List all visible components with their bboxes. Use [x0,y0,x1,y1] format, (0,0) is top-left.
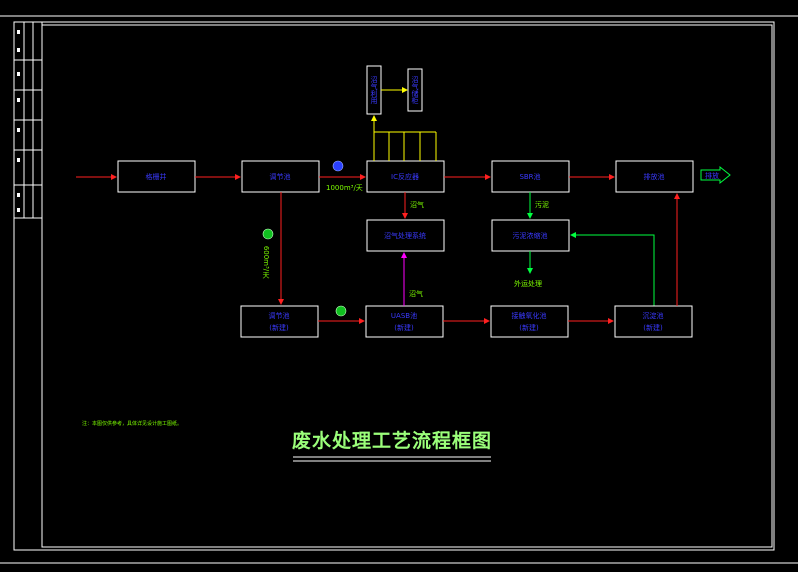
node-grille-label: 格栅井 [146,172,167,181]
node-gas-holder-label: 沼气储柜 [411,75,419,105]
node-uasb-tank[interactable]: UASB池 (新建) [365,305,444,338]
node-ic-reactor-label: IC反应器 [391,172,419,181]
node-sedimentation-label2: (新建) [643,323,663,332]
left-title-block [13,21,43,219]
sed-sludge-return-line [570,232,655,306]
node-gas-holder[interactable]: 沼气储柜 [407,68,423,112]
pump-green-icon-2 [335,305,347,317]
node-biogas-system[interactable]: 沼气处理系统 [366,219,445,252]
biogas-bottom-label: 沼气 [409,289,423,298]
flow-rate-label: 1000m³/天 [326,184,363,192]
gas-manifold [373,131,437,161]
node-uasb-tank-label2: (新建) [394,323,414,332]
diagram-title: 废水处理工艺流程框图 [292,429,492,452]
pump-green-icon [262,228,274,240]
sludge-out-label: 外运处理 [514,279,542,288]
drawing-note: 注：本图仅供参考，具体详见设计施工图纸。 [82,420,182,427]
node-biogas-system-label: 沼气处理系统 [384,231,426,240]
node-contact-oxidation-label1: 接触氧化池 [512,311,547,320]
biogas-top-label: 沼气 [410,200,424,209]
node-gas-use[interactable]: 沼气利用 [366,65,382,115]
pump-blue-icon [332,160,344,172]
node-sedimentation[interactable]: 沉淀池 (新建) [614,305,693,338]
node-sludge-tank[interactable]: 污泥浓缩池 [491,219,570,252]
node-gas-use-label: 沼气利用 [370,75,378,105]
node-regulating-tank-label: 调节池 [270,172,291,181]
node-ic-reactor[interactable]: IC反应器 [366,160,445,193]
sludge-label: 污泥 [535,201,549,209]
node-grille[interactable]: 格栅井 [117,160,196,193]
node-uasb-tank-label1: UASB池 [391,311,417,320]
outer-frame [13,21,775,551]
node-outlet-tank[interactable]: 排放池 [615,160,694,193]
flow-rate-vertical-label: 600m³/天 [262,246,270,280]
node-outlet-tank-label: 排放池 [644,172,665,181]
node-sbr-tank[interactable]: SBR池 [491,160,570,193]
node-sedimentation-label1: 沉淀池 [643,311,664,320]
node-regulating-tank-new-label2: (新建) [269,323,289,332]
node-sludge-tank-label: 污泥浓缩池 [513,231,548,240]
discharge-label: 排放 [705,171,719,180]
node-contact-oxidation[interactable]: 接触氧化池 (新建) [490,305,569,338]
inner-frame [41,24,773,548]
node-sbr-tank-label: SBR池 [519,172,540,181]
node-regulating-tank-new[interactable]: 调节池 (新建) [240,305,319,338]
node-regulating-tank-new-label1: 调节池 [269,311,290,320]
node-regulating-tank[interactable]: 调节池 [241,160,320,193]
node-contact-oxidation-label2: (新建) [519,323,539,332]
discharge-arrow: 排放 [700,165,731,185]
